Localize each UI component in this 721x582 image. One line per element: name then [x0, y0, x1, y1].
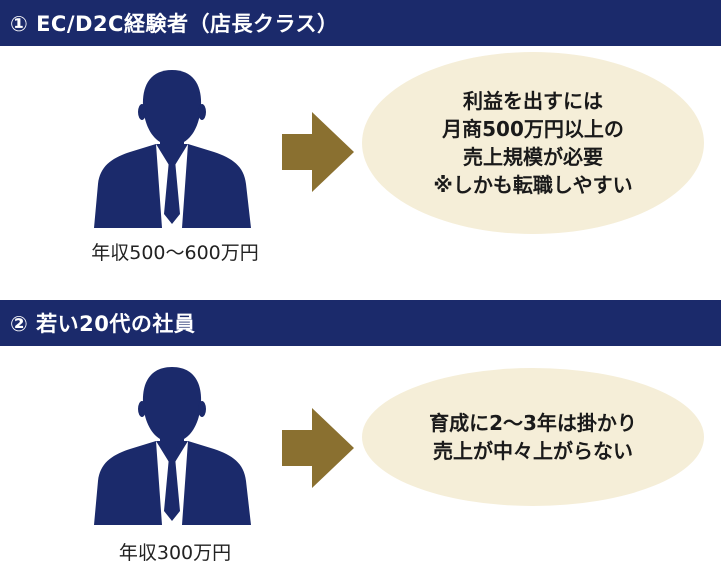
section-header-2: ② 若い20代の社員 [0, 300, 721, 346]
salary-label-2: 年収300万円 [118, 542, 232, 564]
bubble-line: 売上規模が必要 [463, 145, 603, 169]
businessman-silhouette-icon [90, 66, 255, 228]
businessman-silhouette-icon [90, 363, 255, 525]
section-title-1: ① EC/D2C経験者（店長クラス） [10, 12, 339, 36]
bubble-line: 月商500万円以上の [442, 117, 624, 141]
conclusion-bubble-2: 育成に2〜3年は掛かり 売上が中々上がらない [362, 368, 704, 506]
conclusion-bubble-1: 利益を出すには 月商500万円以上の 売上規模が必要 ※しかも転職しやすい [362, 52, 704, 234]
right-arrow-icon [282, 408, 354, 492]
salary-label-1: 年収500〜600万円 [91, 242, 259, 264]
section-title-2: ② 若い20代の社員 [10, 312, 196, 336]
bubble-line: 売上が中々上がらない [433, 439, 633, 463]
section-header-1: ① EC/D2C経験者（店長クラス） [0, 0, 721, 46]
bubble-line: 利益を出すには [463, 89, 603, 113]
right-arrow-icon [282, 112, 354, 196]
bubble-line: 育成に2〜3年は掛かり [429, 411, 637, 435]
bubble-line: ※しかも転職しやすい [433, 173, 633, 197]
